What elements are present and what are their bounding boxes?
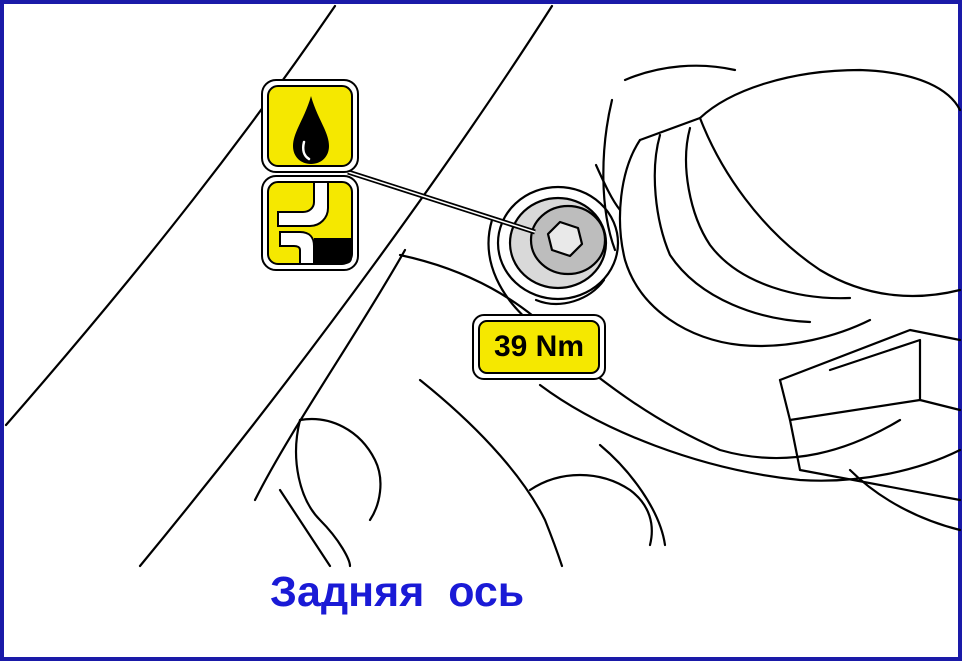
boot-outline: [618, 138, 872, 348]
oil-drop-icon: [261, 79, 359, 173]
torque-badge: 39 Nm: [472, 314, 606, 380]
torque-label: 39 Nm: [478, 320, 600, 374]
hex-socket-icon: [546, 220, 584, 258]
outer-arc: [4, 4, 337, 427]
inner-arc: [138, 4, 554, 568]
hub-arc: [253, 248, 407, 502]
fill-level-icon: [261, 175, 359, 271]
caption-title: Задняя ось: [270, 568, 525, 616]
plug-boss-outer: [496, 185, 620, 301]
housing-outline: [487, 218, 902, 460]
